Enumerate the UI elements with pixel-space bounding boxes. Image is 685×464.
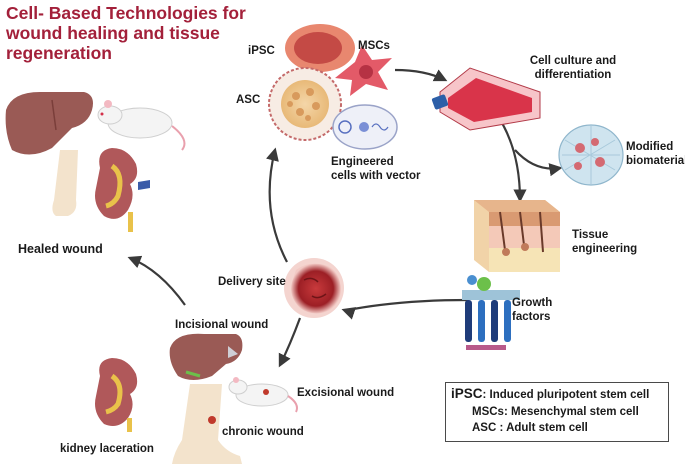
asc-cell xyxy=(268,67,342,141)
label-incisional-wound: Incisional wound xyxy=(175,319,269,331)
tissue-skin-block-icon xyxy=(474,200,560,272)
label-delivery-site: Delivery site xyxy=(218,276,286,288)
label-engineered-cells: Engineered cells with vector xyxy=(331,156,421,182)
arrow-to-growth xyxy=(347,298,469,312)
arrow-to-tissue xyxy=(501,122,527,203)
arrow-delivery-to-cells xyxy=(266,147,288,263)
ipsc-cell xyxy=(285,24,355,72)
abbreviation-legend: iPSC: Induced pluripotent stem cell MSCs… xyxy=(445,382,669,442)
legend-ipsc-def: : Induced pluripotent stem cell xyxy=(482,389,650,401)
cycle-arrows xyxy=(127,68,563,368)
healed-kidney-icon xyxy=(95,148,150,232)
excisional-rat-icon xyxy=(228,377,298,413)
legend-asc: ASC : Adult stem cell xyxy=(472,422,588,434)
growth-factor-receptors-icon xyxy=(462,275,520,350)
label-asc: ASC xyxy=(236,94,261,106)
healed-leg-icon xyxy=(52,150,78,216)
label-ipsc: iPSC xyxy=(248,45,275,57)
label-tissue-engineering: Tissue engineering xyxy=(572,229,638,255)
kidney-laceration-icon xyxy=(95,358,138,432)
label-growth-factors: Growth factors xyxy=(512,297,553,323)
incisional-liver-icon xyxy=(169,333,243,380)
arrow-to-healed xyxy=(127,255,186,306)
label-excisional-wound: Excisional wound xyxy=(297,387,395,399)
culture-flask-icon xyxy=(431,67,541,131)
arrow-delivery-to-wounds xyxy=(278,317,302,368)
arrow-to-culture xyxy=(394,68,448,82)
label-kidney-laceration: kidney laceration xyxy=(60,443,154,455)
arrow-to-biomaterial xyxy=(514,149,563,177)
legend-ipsc-abbr: iPSC xyxy=(451,386,483,401)
label-modified-biomaterial: Modified biomaterial xyxy=(626,141,685,167)
biomaterial-scaffold-icon xyxy=(558,124,624,186)
arrow-to-delivery xyxy=(341,307,357,320)
chronic-leg-icon xyxy=(172,384,242,464)
healed-liver-icon xyxy=(5,92,94,155)
engineered-cell xyxy=(332,104,398,150)
legend-mscs: MSCs: Mesenchymal stem cell xyxy=(472,406,639,418)
label-cell-culture: Cell culture and differentiation xyxy=(529,55,617,81)
delivery-site-icon xyxy=(284,258,344,318)
msc-cell xyxy=(335,45,392,96)
label-chronic-wound: chronic wound xyxy=(222,426,304,438)
label-mscs: MSCs xyxy=(358,40,390,52)
label-healed-wound: Healed wound xyxy=(18,242,103,256)
healed-rat-icon xyxy=(97,100,186,151)
diagram-title: Cell- Based Technologies for wound heali… xyxy=(6,3,246,63)
